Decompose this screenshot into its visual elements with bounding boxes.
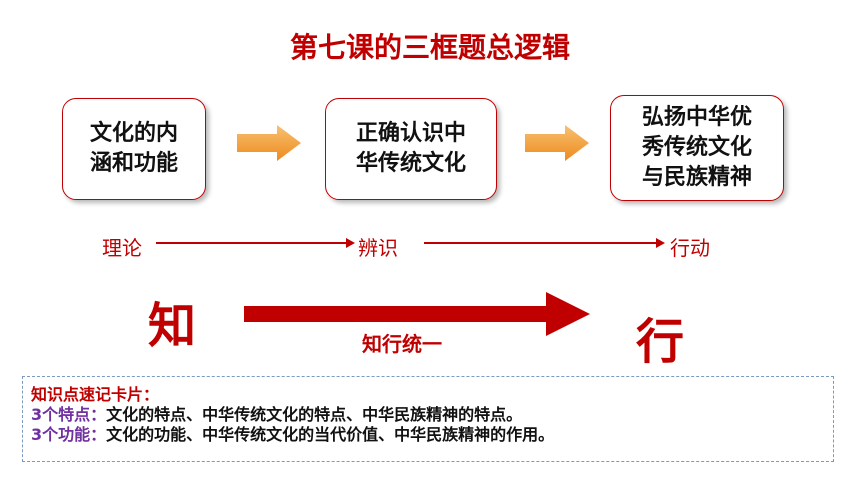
page-title: 第七课的三框题总逻辑 bbox=[289, 31, 570, 64]
stage-action: 行动 bbox=[670, 236, 710, 260]
box-label: 正确认识中 华传统文化 bbox=[355, 121, 466, 176]
big-red-arrow bbox=[244, 292, 590, 336]
row-label: 3个功能： bbox=[31, 425, 107, 444]
row-label: 3个特点： bbox=[31, 405, 107, 424]
box-traditional-culture: 正确认识中 华传统文化 bbox=[325, 98, 497, 200]
stage-theory: 理论 bbox=[102, 236, 142, 260]
box-culture-connotation: 文化的内 涵和功能 bbox=[62, 98, 206, 200]
card-row-functions: 3个功能：文化的功能、中华传统文化的当代价值、中华民族精神的作用。 bbox=[31, 421, 554, 445]
row-text: 文化的功能、中华传统文化的当代价值、中华民族精神的作用。 bbox=[106, 425, 555, 444]
knowledge-card: 知识点速记卡片： 3个特点：文化的特点、中华传统文化的特点、中华民族精神的特点。… bbox=[22, 376, 834, 462]
box-national-spirit: 弘扬中华优 秀传统文化 与民族精神 bbox=[610, 95, 784, 201]
orange-arrow-1 bbox=[237, 125, 301, 161]
orange-arrow-2 bbox=[525, 125, 589, 161]
row-text: 文化的特点、中华传统文化的特点、中华民族精神的特点。 bbox=[106, 405, 523, 424]
unity-label: 知行统一 bbox=[362, 332, 442, 356]
char-knowledge: 知 bbox=[148, 298, 197, 354]
char-action: 行 bbox=[636, 314, 685, 370]
stage-discern: 辨识 bbox=[358, 236, 398, 260]
thin-arrow-2 bbox=[424, 238, 665, 248]
thin-arrow-1 bbox=[156, 238, 355, 248]
card-row-features: 3个特点：文化的特点、中华传统文化的特点、中华民族精神的特点。 bbox=[31, 401, 522, 425]
box-label: 弘扬中华优 秀传统文化 与民族精神 bbox=[641, 105, 752, 190]
card-heading: 知识点速记卡片： bbox=[31, 385, 160, 404]
box-label: 文化的内 涵和功能 bbox=[89, 121, 178, 176]
